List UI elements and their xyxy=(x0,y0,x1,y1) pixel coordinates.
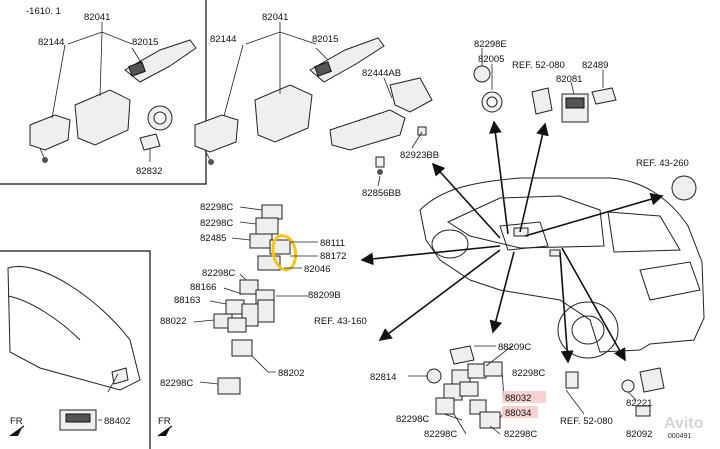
label-82298C-4: 82298C xyxy=(160,378,193,389)
label-fr-mid: FR xyxy=(158,416,171,427)
label-82485: 82485 xyxy=(200,233,226,244)
label-88402: 88402 xyxy=(104,416,130,427)
combination-switch-left xyxy=(29,39,197,163)
label-1610-1: -1610. 1 xyxy=(26,6,61,17)
label-82092: 82092 xyxy=(626,429,652,440)
label-82298C-5: 82298C xyxy=(512,368,545,379)
switch-cluster-lower xyxy=(213,279,275,395)
label-ref-52-080-top: REF. 52-080 xyxy=(512,60,565,71)
highlight-88032 xyxy=(502,391,546,403)
label-88166: 88166 xyxy=(190,282,216,293)
fr-arrow-mid xyxy=(157,425,173,437)
label-82015-b: 82015 xyxy=(312,34,338,45)
label-82005: 82005 xyxy=(478,54,504,65)
highlight-88034 xyxy=(502,406,538,418)
label-82046: 82046 xyxy=(304,264,330,275)
vehicle-outline xyxy=(419,177,705,359)
label-82298C-1: 82298C xyxy=(200,202,233,213)
label-82015-a: 82015 xyxy=(132,37,158,48)
label-82298E: 82298E xyxy=(474,39,507,50)
label-82489: 82489 xyxy=(582,60,608,71)
label-ref-43-160: REF. 43-160 xyxy=(314,316,367,327)
label-82298C-8: 82298C xyxy=(504,429,537,440)
label-82298C-2: 82298C xyxy=(200,218,233,229)
label-82041-a: 82041 xyxy=(84,12,110,23)
pointer-arrows xyxy=(360,120,664,364)
label-88022: 88022 xyxy=(160,316,186,327)
switch-group-bottom xyxy=(426,345,665,429)
label-88163: 88163 xyxy=(174,295,200,306)
label-88111: 88111 xyxy=(320,238,345,249)
fr-arrow-left xyxy=(9,425,25,437)
label-82814: 82814 xyxy=(370,372,396,383)
label-82444AB: 82444AB xyxy=(362,68,401,79)
leader-lines xyxy=(51,22,637,435)
label-88032: 88032 xyxy=(505,393,531,404)
label-82923BB: 82923BB xyxy=(400,150,439,161)
top-right-parts xyxy=(473,65,697,201)
label-88034: 88034 xyxy=(505,408,531,419)
label-88202: 88202 xyxy=(278,368,304,379)
label-82144-a: 82144 xyxy=(38,37,64,48)
label-82144-b: 82144 xyxy=(210,34,236,45)
label-ref-52-080-bottom: REF. 52-080 xyxy=(560,416,613,427)
label-82856BB: 82856BB xyxy=(362,188,401,199)
label-82221: 82221 xyxy=(626,398,652,409)
label-88209C: 88209C xyxy=(498,342,531,353)
label-82298C-3: 82298C xyxy=(202,268,235,279)
watermark-avito: Avito xyxy=(664,415,704,432)
label-82298C-6: 82298C xyxy=(396,414,429,425)
label-82298C-7: 82298C xyxy=(424,429,457,440)
label-82832: 82832 xyxy=(136,166,162,177)
label-82041-b: 82041 xyxy=(262,12,288,23)
label-88209B: 88209B xyxy=(308,290,341,301)
combination-switch-right xyxy=(194,37,433,175)
diagram-code: 000491 xyxy=(668,433,691,440)
dashboard-outline xyxy=(7,266,141,431)
top-left-frame xyxy=(0,0,207,185)
bottom-left-frame xyxy=(0,250,151,449)
switch-cluster-upper xyxy=(249,204,297,272)
label-ref-43-260: REF. 43-260 xyxy=(636,158,689,169)
label-82081: 82081 xyxy=(556,74,582,85)
label-fr-left: FR xyxy=(10,416,23,427)
label-88172: 88172 xyxy=(320,251,346,262)
